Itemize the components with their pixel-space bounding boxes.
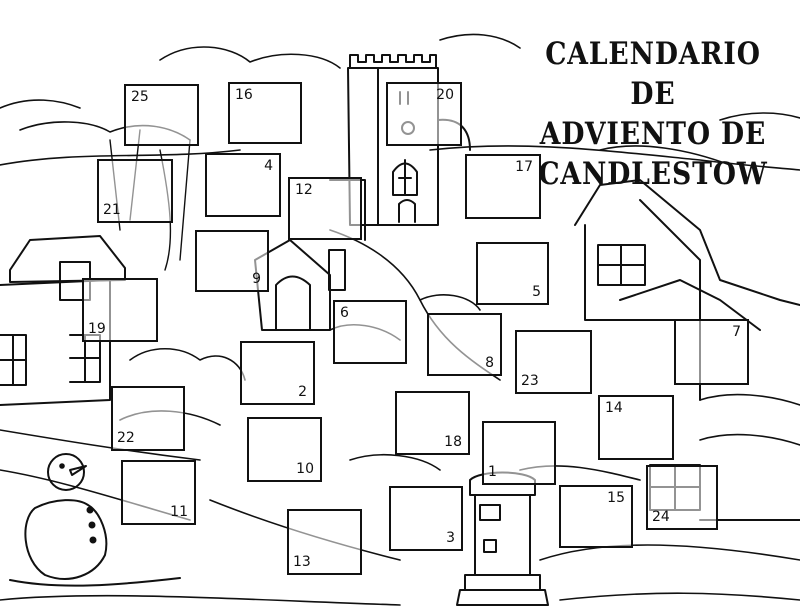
advent-door-17[interactable]: 17 xyxy=(465,154,541,219)
door-number: 2 xyxy=(298,384,307,400)
door-number: 17 xyxy=(515,159,533,175)
advent-door-8[interactable]: 8 xyxy=(427,313,502,376)
door-number: 12 xyxy=(295,182,313,198)
door-number: 10 xyxy=(296,461,314,477)
door-number: 20 xyxy=(436,87,454,103)
advent-door-12[interactable]: 12 xyxy=(288,177,362,240)
door-number: 11 xyxy=(170,504,188,520)
advent-door-13[interactable]: 13 xyxy=(287,509,362,575)
snowman xyxy=(9,453,181,587)
door-number: 1 xyxy=(488,464,497,480)
door-number: 6 xyxy=(340,305,349,321)
door-number: 15 xyxy=(607,490,625,506)
advent-door-22[interactable]: 22 xyxy=(111,386,185,451)
hills-back xyxy=(0,145,800,171)
door-number: 13 xyxy=(293,554,311,570)
advent-door-2[interactable]: 2 xyxy=(240,341,315,405)
advent-door-9[interactable]: 9 xyxy=(195,230,269,292)
door-number: 5 xyxy=(532,284,541,300)
advent-door-24[interactable]: 24 xyxy=(646,465,718,530)
door-number: 14 xyxy=(605,400,623,416)
door-number: 4 xyxy=(264,158,273,174)
door-number: 24 xyxy=(652,509,670,525)
advent-door-19[interactable]: 19 xyxy=(82,278,158,342)
advent-door-1[interactable]: 1 xyxy=(482,421,556,485)
foreground-snow xyxy=(0,592,800,606)
door-number: 23 xyxy=(521,373,539,389)
advent-door-5[interactable]: 5 xyxy=(476,242,549,305)
advent-door-10[interactable]: 10 xyxy=(247,417,322,482)
clouds xyxy=(0,33,800,166)
door-number: 25 xyxy=(131,89,149,105)
advent-door-6[interactable]: 6 xyxy=(333,300,407,364)
advent-door-3[interactable]: 3 xyxy=(389,486,463,551)
paths xyxy=(0,229,800,561)
door-number: 9 xyxy=(252,271,261,287)
advent-door-16[interactable]: 16 xyxy=(228,82,302,144)
advent-door-23[interactable]: 23 xyxy=(515,330,592,394)
advent-door-20[interactable]: 20 xyxy=(386,82,462,146)
door-number: 7 xyxy=(732,324,741,340)
door-number: 3 xyxy=(446,530,455,546)
advent-door-14[interactable]: 14 xyxy=(598,395,674,460)
advent-door-15[interactable]: 15 xyxy=(559,485,633,548)
calendar-title: CALENDARIO DE ADVIENTO DE CANDLESTOW xyxy=(537,34,769,194)
advent-door-21[interactable]: 21 xyxy=(97,159,173,223)
advent-door-11[interactable]: 11 xyxy=(121,460,196,525)
door-number: 22 xyxy=(117,430,135,446)
post-box xyxy=(456,471,549,606)
door-number: 16 xyxy=(235,87,253,103)
advent-door-7[interactable]: 7 xyxy=(674,319,749,385)
door-number: 21 xyxy=(103,202,121,218)
advent-door-4[interactable]: 4 xyxy=(205,153,281,217)
title-line-1: CALENDARIO DE xyxy=(545,36,761,112)
door-number: 8 xyxy=(485,355,494,371)
door-number: 18 xyxy=(444,434,462,450)
title-line-3: CANDLESTOW xyxy=(538,156,768,192)
door-number: 19 xyxy=(88,321,106,337)
title-line-2: ADVIENTO DE xyxy=(539,116,767,152)
advent-door-18[interactable]: 18 xyxy=(395,391,470,455)
advent-door-25[interactable]: 25 xyxy=(124,84,199,146)
